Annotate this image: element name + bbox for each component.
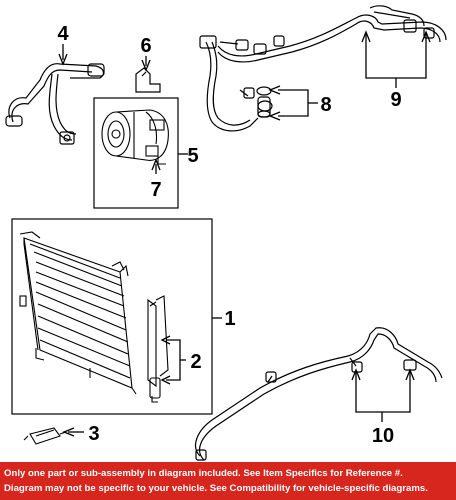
callout-3: 3 <box>88 423 99 445</box>
callout-7: 7 <box>150 179 161 201</box>
callout-9: 9 <box>390 89 401 111</box>
ac-system-parts-diagram: 4 6 5 7 8 9 1 2 3 10 <box>5 5 447 461</box>
part-5-compressor-frame <box>93 97 179 209</box>
part-6-clip <box>135 67 161 93</box>
disclaimer-line-1: Only one part or sub-assembly in diagram… <box>4 468 403 479</box>
part-1-condenser-frame <box>11 218 213 415</box>
part-3-switch <box>23 427 67 445</box>
callout-labels: 4 6 5 7 8 9 1 2 3 10 <box>57 23 401 447</box>
part-8-receiver <box>256 86 273 118</box>
condenser-icon <box>19 231 137 395</box>
callout-4: 4 <box>57 23 69 45</box>
part-2-dryer <box>147 295 169 403</box>
callout-2: 2 <box>190 351 201 373</box>
compressor-icon <box>101 109 169 165</box>
callout-5: 5 <box>187 145 198 167</box>
callout-6: 6 <box>140 35 151 57</box>
callout-1: 1 <box>224 308 235 330</box>
disclaimer-banner: Only one part or sub-assembly in diagram… <box>0 462 456 500</box>
liquid-hose <box>199 35 259 132</box>
part-10-suction-line <box>195 327 443 461</box>
part-4-hose <box>5 63 105 145</box>
callout-10: 10 <box>372 425 394 447</box>
leader-lines <box>58 30 431 437</box>
callout-8: 8 <box>320 94 331 116</box>
part-9-discharge-line <box>217 5 447 63</box>
disclaimer-line-2: Diagram may not be specific to your vehi… <box>4 483 428 494</box>
